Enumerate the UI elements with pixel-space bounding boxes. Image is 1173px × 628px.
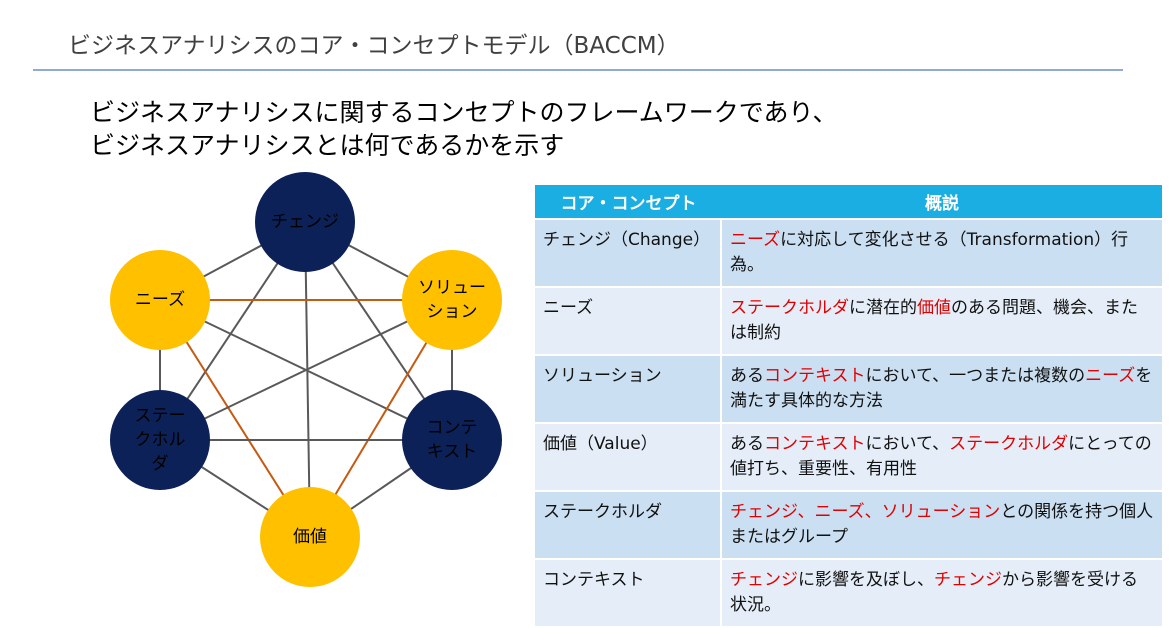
table-row: ステークホルダチェンジ、ニーズ、ソリューションとの関係を持つ個人またはグループ bbox=[535, 492, 1162, 558]
highlighted-term: 価値 bbox=[917, 298, 951, 318]
concept-cell: 価値（Value） bbox=[535, 424, 722, 490]
description-text: にとっての値打ち、重要性、有用性 bbox=[730, 434, 1152, 479]
description-text: との関係を持つ個人またはグループ bbox=[730, 502, 1154, 547]
slide-title: ビジネスアナリシスのコア・コンセプトモデル（BACCM） bbox=[68, 33, 680, 59]
table-row: 価値（Value）あるコンテキストにおいて、ステークホルダにとっての値打ち、重要… bbox=[535, 424, 1162, 490]
table-row: ソリューションあるコンテキストにおいて、一つまたは複数のニーズを満たす具体的な方… bbox=[535, 356, 1162, 422]
description-cell: あるコンテキストにおいて、ステークホルダにとっての値打ち、重要性、有用性 bbox=[722, 424, 1162, 490]
header-concept: コア・コンセプト bbox=[535, 185, 722, 218]
node-value: 価値 bbox=[260, 487, 360, 587]
description-text: に影響を及ぼし、 bbox=[798, 570, 934, 590]
description-cell: ステークホルダに潜在的価値のある問題、機会、または制約 bbox=[722, 288, 1162, 354]
highlighted-term: ニーズ bbox=[730, 230, 781, 250]
highlighted-term: ニーズ bbox=[1085, 366, 1136, 386]
description-text: に対応して変化させる（Transformation）行為。 bbox=[730, 230, 1129, 275]
subtitle-line-2: ビジネスアナリシスとは何であるかを示す bbox=[90, 131, 565, 160]
highlighted-term: コンテキスト bbox=[764, 434, 866, 454]
description-text: ある bbox=[730, 366, 764, 386]
description-cell: チェンジに影響を及ぼし、チェンジから影響を受ける状況。 bbox=[722, 560, 1162, 626]
description-cell: ニーズに対応して変化させる（Transformation）行為。 bbox=[722, 220, 1162, 286]
highlighted-term: チェンジ bbox=[934, 570, 1002, 590]
subtitle-line-1: ビジネスアナリシスに関するコンセプトのフレームワークであり、 bbox=[90, 98, 838, 127]
node-solution: ソリュー ション bbox=[402, 250, 502, 350]
link-change-value bbox=[304, 221, 311, 538]
concept-cell: ステークホルダ bbox=[535, 492, 722, 558]
concept-cell: ソリューション bbox=[535, 356, 722, 422]
highlighted-term: ステークホルダ bbox=[949, 434, 1069, 454]
description-text: のある問題、機会、または制約 bbox=[730, 298, 1138, 343]
node-needs: ニーズ bbox=[110, 250, 210, 350]
link-solution-stakeholder bbox=[159, 299, 453, 441]
highlighted-term: チェンジ bbox=[730, 570, 798, 590]
title-divider bbox=[33, 69, 1123, 71]
description-text: において、一つまたは複数の bbox=[865, 366, 1086, 386]
header-description: 概説 bbox=[722, 185, 1162, 218]
description-text: ある bbox=[730, 434, 764, 454]
node-stakeholder: ステー クホル ダ bbox=[110, 390, 210, 490]
table-row: チェンジ（Change）ニーズに対応して変化させる（Transformation… bbox=[535, 220, 1162, 286]
table-row: コンテキストチェンジに影響を及ぼし、チェンジから影響を受ける状況。 bbox=[535, 560, 1162, 626]
description-text: に潜在的 bbox=[849, 298, 917, 318]
description-cell: あるコンテキストにおいて、一つまたは複数のニーズを満たす具体的な方法 bbox=[722, 356, 1162, 422]
description-cell: チェンジ、ニーズ、ソリューションとの関係を持つ個人またはグループ bbox=[722, 492, 1162, 558]
description-text: を満たす具体的な方法 bbox=[730, 366, 1153, 411]
concept-cell: ニーズ bbox=[535, 288, 722, 354]
node-change: チェンジ bbox=[255, 172, 355, 272]
concept-table: コア・コンセプト 概説 チェンジ（Change）ニーズに対応して変化させる（Tr… bbox=[535, 183, 1162, 628]
description-text: において、 bbox=[865, 434, 950, 454]
node-context: コンテ キスト bbox=[402, 390, 502, 490]
highlighted-term: チェンジ、ニーズ、ソリューション bbox=[730, 502, 1001, 522]
concept-cell: コンテキスト bbox=[535, 560, 722, 626]
concept-cell: チェンジ（Change） bbox=[535, 220, 722, 286]
highlighted-term: ステークホルダ bbox=[730, 298, 849, 318]
highlighted-term: コンテキスト bbox=[764, 366, 866, 386]
table-row: ニーズステークホルダに潜在的価値のある問題、機会、または制約 bbox=[535, 288, 1162, 354]
